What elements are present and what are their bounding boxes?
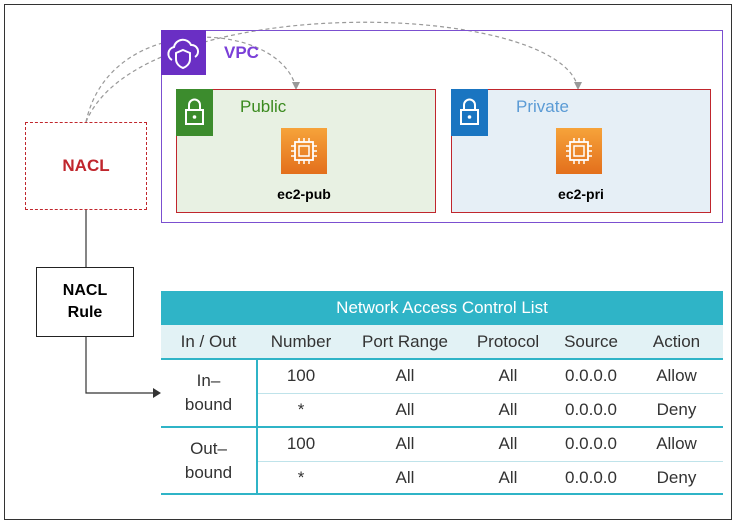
rule-to-table-arrowhead [153, 388, 161, 398]
diagram-frame [4, 4, 732, 520]
nacl-rule-box: NACL Rule [36, 267, 134, 337]
cell-protocol: All [498, 434, 518, 453]
cell-action: Deny [656, 400, 697, 419]
header-source: Source [564, 332, 618, 351]
cell-action: Allow [656, 366, 697, 385]
direction-line2: bound [184, 395, 233, 414]
ec2-pri-label: ec2-pri [558, 186, 604, 202]
header-number: Number [270, 332, 332, 351]
header-port-range: Port Range [362, 332, 448, 351]
lock-icon [451, 89, 488, 136]
cell-number: * [297, 468, 305, 487]
rule-label-line2: Rule [67, 304, 103, 321]
arrowhead-private [574, 82, 582, 90]
public-subnet-label: Public [240, 97, 287, 116]
dashed-arrow-to-private [85, 21, 579, 123]
header-protocol: Protocol [476, 332, 540, 351]
table-divider [256, 393, 723, 394]
cell-number: * [297, 400, 305, 419]
table-divider [161, 426, 723, 428]
cell-protocol: All [498, 366, 518, 385]
table-divider [161, 493, 723, 495]
cell-protocol: All [498, 468, 518, 487]
table-divider [161, 358, 723, 360]
table-divider [256, 461, 723, 462]
cell-number: 100 [286, 366, 316, 385]
cell-action: Deny [656, 468, 697, 487]
nacl-label: NACL [62, 156, 110, 175]
cell-port-range: All [395, 400, 415, 419]
header-in-out: In / Out [180, 332, 237, 351]
header-action: Action [652, 332, 701, 351]
nacl-box: NACL [25, 122, 147, 210]
ec2-pub-label: ec2-pub [277, 186, 331, 202]
vpc-box [161, 30, 723, 223]
table-divider [256, 359, 258, 495]
table-header-row [161, 325, 723, 359]
private-subnet-label: Private [516, 97, 569, 116]
lock-icon [176, 89, 213, 136]
cell-source: 0.0.0.0 [565, 468, 617, 487]
table-title: Network Access Control List [161, 291, 723, 325]
cloud-shield-icon [161, 30, 206, 75]
cell-protocol: All [498, 400, 518, 419]
direction-inbound: In– bound [161, 359, 256, 427]
cell-source: 0.0.0.0 [565, 434, 617, 453]
nacl-table: Network Access Control List In / Out Num… [161, 291, 723, 495]
cell-action: Allow [656, 434, 697, 453]
cell-port-range: All [395, 366, 415, 385]
cell-port-range: All [395, 434, 415, 453]
cell-port-range: All [395, 468, 415, 487]
rule-to-table-line [85, 337, 155, 394]
cell-source: 0.0.0.0 [565, 366, 617, 385]
direction-line1: In– [196, 371, 221, 390]
cell-source: 0.0.0.0 [565, 400, 617, 419]
direction-line1: Out– [190, 439, 227, 458]
rule-label-line1: NACL [62, 282, 108, 299]
public-subnet [176, 89, 436, 213]
direction-line2: bound [184, 463, 233, 482]
ec2-instance-icon [281, 128, 327, 174]
vpc-label: VPC [224, 43, 259, 62]
ec2-instance-icon [556, 128, 602, 174]
direction-outbound: Out– bound [161, 427, 256, 495]
arrowhead-public [292, 82, 300, 90]
cell-number: 100 [286, 434, 316, 453]
